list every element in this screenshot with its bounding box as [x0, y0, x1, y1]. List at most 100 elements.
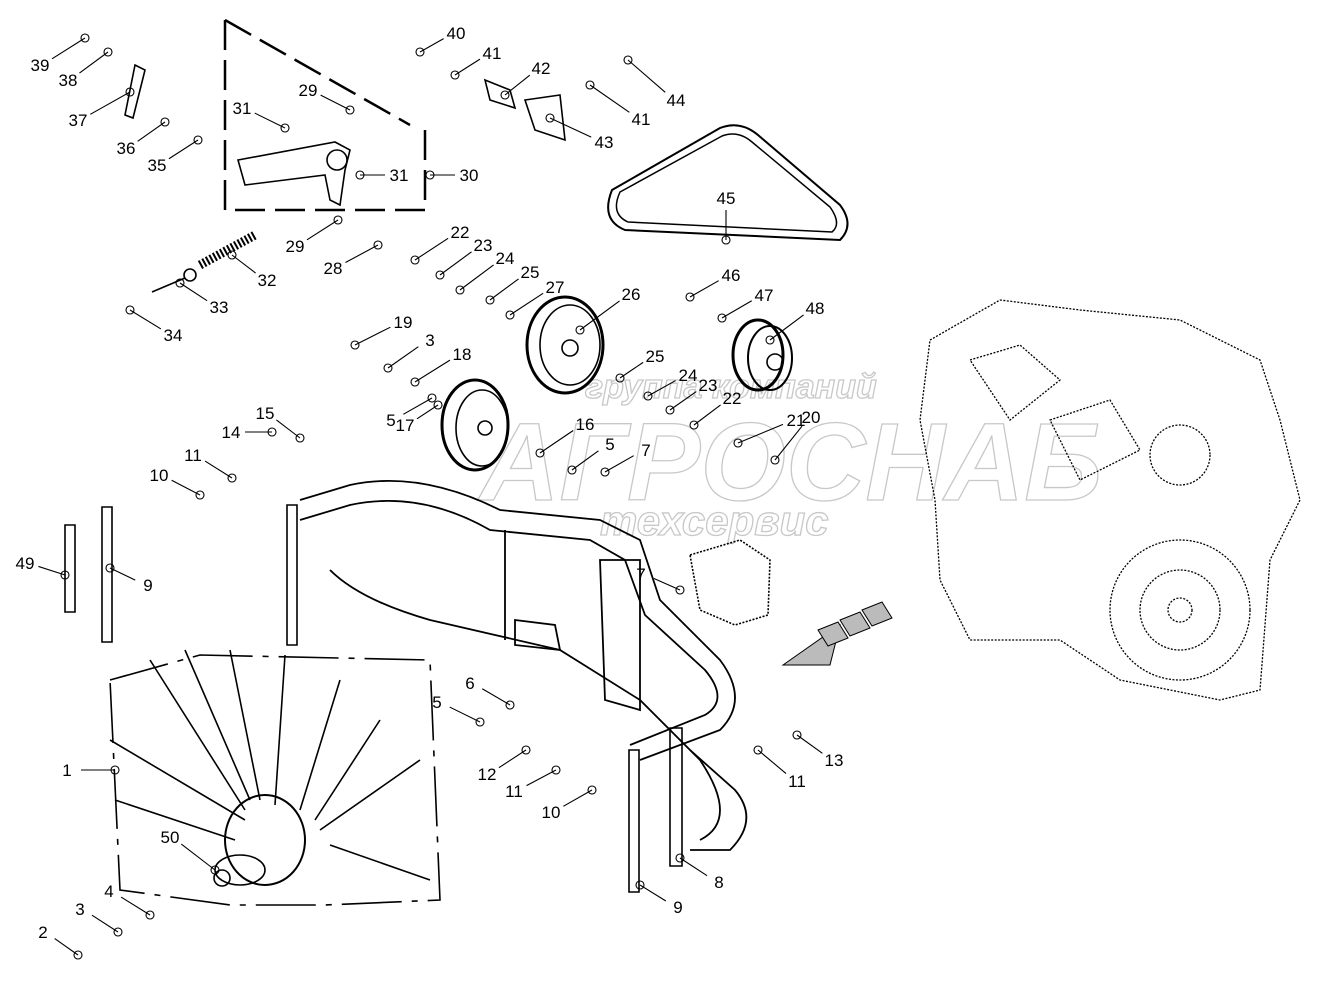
callout-47: 47 — [755, 286, 774, 305]
link-rod — [124, 63, 146, 120]
eye-bolt-eye — [183, 268, 197, 282]
leader-line-7 — [653, 578, 681, 591]
part-16 — [535, 448, 545, 458]
leader-line-6 — [481, 688, 511, 706]
tensioner-arm — [236, 141, 351, 207]
part-31 — [355, 170, 365, 180]
part-39 — [80, 33, 90, 43]
arm-bore — [326, 149, 348, 171]
callout-40: 40 — [447, 24, 466, 43]
drive-belt — [607, 124, 849, 242]
callout-23: 23 — [699, 376, 718, 395]
callout-22: 22 — [451, 223, 470, 242]
leader-line-50 — [180, 843, 216, 871]
leader-lines — [38, 33, 823, 960]
part-48 — [765, 335, 775, 345]
part-2 — [73, 950, 83, 960]
leader-line-9 — [639, 884, 667, 902]
part-13 — [792, 730, 802, 740]
callout-21: 21 — [787, 411, 806, 430]
leader-line-13 — [796, 734, 823, 754]
leader-line-15 — [276, 419, 301, 439]
gearbox — [689, 539, 771, 626]
strap-9-bottom — [628, 749, 640, 893]
callout-13: 13 — [825, 751, 844, 770]
leader-line-38 — [79, 51, 109, 74]
leader-line-24 — [647, 380, 676, 397]
callout-5: 5 — [386, 411, 395, 430]
bracket-group-outline — [223, 20, 427, 212]
part-36 — [160, 117, 170, 127]
drive-belt-inner — [615, 133, 838, 233]
part-21 — [733, 438, 743, 448]
part-47 — [717, 313, 727, 323]
callout-6: 6 — [465, 674, 474, 693]
callout-20: 20 — [802, 408, 821, 427]
leader-line-49 — [38, 565, 66, 576]
callout-33: 33 — [210, 298, 229, 317]
callout-28: 28 — [324, 259, 343, 278]
callout-24: 24 — [679, 366, 698, 385]
callout-35: 35 — [148, 156, 167, 175]
callout-46: 46 — [722, 266, 741, 285]
part-7 — [600, 467, 610, 477]
callout-39: 39 — [31, 56, 50, 75]
eye-bolt — [151, 277, 186, 293]
callout-7: 7 — [641, 441, 650, 460]
leader-line-12 — [498, 749, 527, 769]
part-20 — [770, 455, 780, 465]
leader-line-9 — [109, 567, 136, 581]
part-29 — [345, 105, 355, 115]
callout-10: 10 — [542, 803, 561, 822]
part-14 — [267, 427, 277, 437]
callout-2: 2 — [38, 923, 47, 942]
part-49 — [60, 570, 70, 580]
callout-30: 30 — [460, 166, 479, 185]
part-50 — [210, 865, 220, 875]
callout-31: 31 — [233, 99, 252, 118]
callout-10: 10 — [150, 466, 169, 485]
leader-line-34 — [129, 309, 162, 330]
watermark-line3: техсервис — [600, 497, 829, 544]
part-25 — [615, 373, 625, 383]
leader-line-32 — [231, 254, 256, 274]
part-6 — [505, 700, 515, 710]
leader-line-29 — [320, 94, 351, 111]
pulley-26 — [525, 295, 605, 395]
callout-25: 25 — [646, 347, 665, 366]
direction-arrow — [781, 601, 893, 666]
part-1 — [110, 765, 120, 775]
part-12 — [521, 745, 531, 755]
leader-line-11 — [757, 749, 787, 774]
part-42 — [500, 90, 510, 100]
leader-line-31 — [254, 112, 286, 129]
spring — [197, 231, 258, 269]
strap-49 — [64, 524, 76, 613]
leader-line-7 — [604, 455, 634, 473]
leader-line-37 — [90, 91, 131, 115]
part-30 — [425, 170, 435, 180]
callout-18: 18 — [453, 345, 472, 364]
callout-43: 43 — [595, 133, 614, 152]
callout-25: 25 — [521, 263, 540, 282]
part-5 — [475, 717, 485, 727]
bracket-group-outline-diag — [224, 18, 411, 127]
callout-4: 4 — [104, 882, 113, 901]
callout-49: 49 — [16, 554, 35, 573]
pulley-48 — [731, 318, 793, 392]
leader-line-18 — [414, 359, 451, 383]
part-40 — [415, 47, 425, 57]
pulley-17 — [440, 378, 510, 472]
leader-line-11 — [526, 769, 557, 787]
leader-line-22 — [414, 237, 449, 261]
callout-17: 17 — [396, 416, 415, 435]
leader-line-23 — [669, 391, 697, 411]
part-9 — [105, 563, 115, 573]
part-25 — [485, 295, 495, 305]
leader-line-11 — [204, 460, 233, 479]
leader-line-24 — [459, 264, 494, 291]
leader-line-5 — [449, 706, 481, 723]
callout-9: 9 — [143, 576, 152, 595]
